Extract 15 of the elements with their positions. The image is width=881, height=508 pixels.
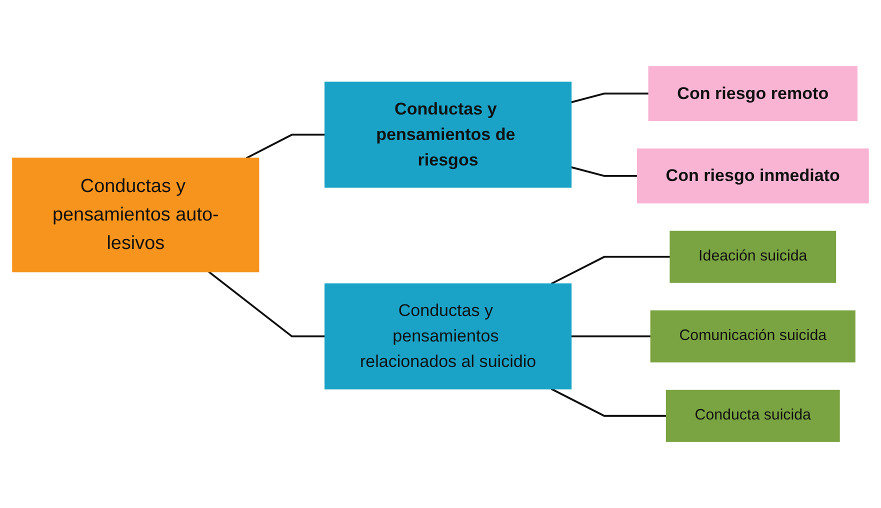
- connector: [246, 134, 325, 159]
- connector: [550, 256, 670, 285]
- connector: [550, 388, 666, 417]
- node-box: Conductas y pensamientos auto-lesivos: [12, 158, 260, 272]
- connector: [571, 335, 651, 338]
- connector: [570, 92, 649, 104]
- node-box: Conductas y pensamientos relacionados al suicidio: [324, 283, 572, 390]
- connector: [570, 166, 638, 177]
- node-box: Conductas y pensamientos de riesgos: [324, 82, 572, 188]
- connector: [208, 271, 325, 338]
- node-box: Con riesgo inmediato: [636, 148, 869, 204]
- node-box: Con riesgo remoto: [648, 66, 858, 121]
- node-box: Conducta suicida: [666, 390, 840, 442]
- node-box: Ideación suicida: [670, 230, 836, 283]
- node-box: Comunicación suicida: [650, 310, 856, 362]
